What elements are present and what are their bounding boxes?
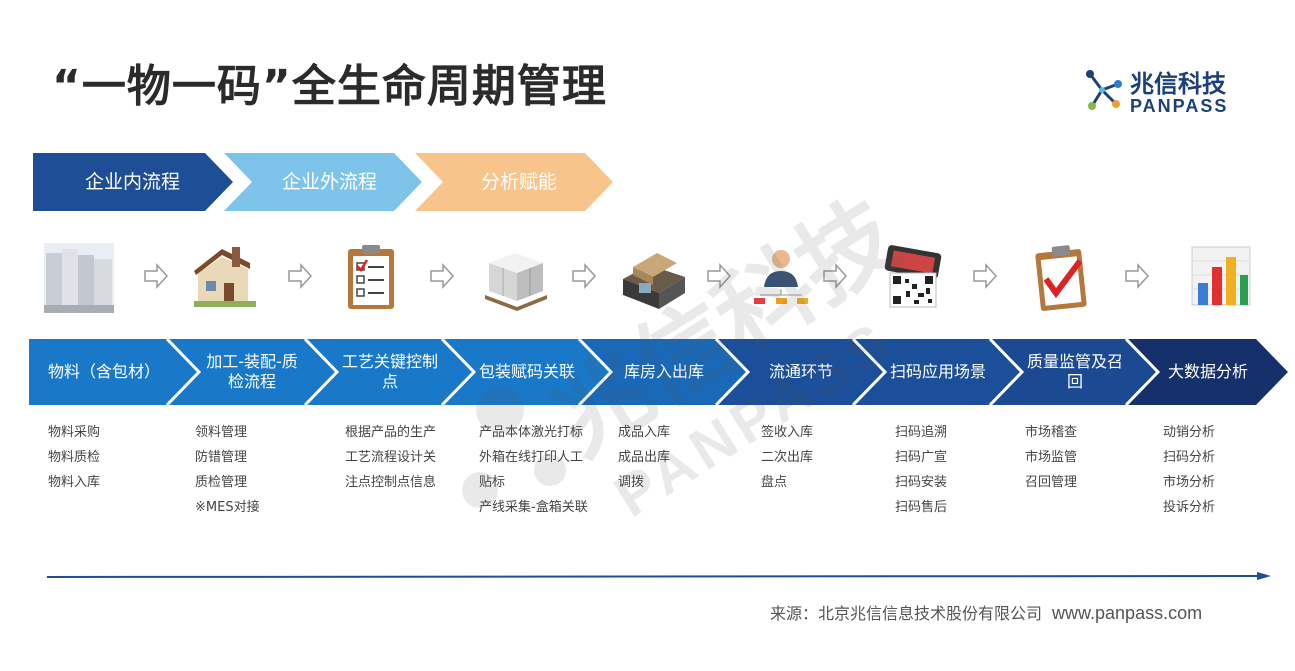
step-label: 大数据分析 [1167, 362, 1248, 381]
logo-mark-icon [1086, 70, 1122, 110]
arrow-right-icon [288, 263, 313, 289]
detail-item: 动销分析 [1163, 425, 1216, 440]
detail-item: 贴标 [479, 475, 506, 490]
detail-list-quality: 市场稽查 市场监管 召回管理 [1025, 420, 1077, 495]
arrow-right-icon [430, 263, 455, 289]
package-boxes-icon [485, 253, 547, 311]
step-scan-scenarios: 扫码应用场景 [851, 339, 1023, 405]
detail-item: 防错管理 [195, 450, 248, 465]
arrow-right-icon [707, 263, 732, 289]
step-materials: 物料（含包材） [29, 339, 199, 405]
detail-item: 扫码安装 [895, 475, 948, 490]
source-footer: 来源：北京兆信信息技术股份有限公司 www.panpass.com [770, 600, 1202, 624]
website-link[interactable]: www.panpass.com [1052, 603, 1203, 623]
detail-list-processing: 领料管理 防错管理 质检管理 ※MES对接 [195, 420, 260, 520]
page-title: “一物一码”全生命周期管理 [52, 61, 607, 112]
detail-item: 产品本体激光打标 [479, 425, 584, 440]
detail-item: 质检管理 [195, 475, 248, 490]
detail-item: 召回管理 [1025, 475, 1078, 490]
detail-item: 根据产品的生产 [345, 425, 437, 440]
timeline-arrow [47, 572, 1271, 580]
checklist-icon [348, 245, 394, 309]
detail-item: 物料采购 [48, 425, 101, 440]
warehouse-icon [623, 253, 685, 309]
detail-item: 物料入库 [48, 475, 101, 490]
arrow-right-icon [973, 263, 998, 289]
detail-list-scan: 扫码追溯 扫码广宣 扫码安装 扫码售后 [895, 420, 947, 520]
logo-text-cn: 兆信科技 [1130, 70, 1226, 98]
storage-tanks-icon [44, 243, 114, 313]
phase-external-label: 企业外流程 [282, 171, 378, 193]
detail-list-warehouse: 成品入库 成品出库 调拨 [618, 420, 670, 495]
detail-item: 二次出库 [761, 450, 814, 465]
detail-item: 调拨 [618, 475, 645, 490]
phase-internal: 企业内流程 [33, 153, 233, 211]
step-label: 加工-装配-质检流程 [206, 352, 298, 391]
step-label: 质量监管及召回 [1026, 352, 1123, 391]
step-control-points: 工艺关键控制点 [303, 339, 475, 405]
detail-list-packaging: 产品本体激光打标 外箱在线打印人工 贴标 产线采集-盒箱关联 [479, 420, 588, 520]
arrow-right-icon [144, 263, 169, 289]
detail-item: 扫码分析 [1163, 450, 1216, 465]
detail-item: ※MES对接 [195, 500, 260, 515]
step-circulation: 流通环节 [714, 339, 886, 405]
detail-list-materials: 物料采购 物料质检 物料入库 [48, 420, 100, 495]
detail-item: 成品出库 [618, 450, 671, 465]
detail-item: 成品入库 [618, 425, 671, 440]
step-label: 物料（含包材） [47, 362, 160, 381]
arrow-right-icon [572, 263, 597, 289]
step-big-data: 大数据分析 [1124, 339, 1288, 405]
step-packaging-coding: 包装赋码关联 [440, 339, 612, 405]
phase-external: 企业外流程 [224, 153, 422, 211]
step-label: 流通环节 [768, 362, 833, 381]
detail-item: 产线采集-盒箱关联 [479, 500, 588, 515]
detail-item: 注点控制点信息 [345, 475, 437, 490]
step-warehouse: 库房入出库 [577, 339, 749, 405]
detail-list-big-data: 动销分析 扫码分析 市场分析 投诉分析 [1163, 420, 1215, 520]
detail-item: 物料质检 [48, 450, 101, 465]
arrow-right-icon [1125, 263, 1150, 289]
detail-item: 市场监管 [1025, 450, 1078, 465]
source-text: 来源：北京兆信信息技术股份有限公司 [770, 604, 1043, 623]
phase-analysis-label: 分析赋能 [481, 171, 558, 193]
company-logo: 兆信科技 PANPASS [1082, 64, 1252, 120]
detail-item: 签收入库 [761, 425, 814, 440]
detail-list-control-points: 根据产品的生产 工艺流程设计关 注点控制点信息 [345, 420, 436, 495]
detail-item: 扫码售后 [895, 500, 948, 515]
quality-clipboard-icon [1035, 245, 1087, 311]
step-label: 工艺关键控制点 [341, 352, 438, 391]
bar-chart-icon [1191, 246, 1251, 306]
phase-analysis: 分析赋能 [415, 153, 613, 211]
distribution-person-icon [754, 250, 808, 304]
detail-item: 扫码广宣 [895, 450, 948, 465]
arrow-right-icon [823, 263, 848, 289]
phase-internal-label: 企业内流程 [85, 171, 181, 193]
step-label: 包装赋码关联 [478, 362, 575, 381]
detail-item: 市场稽查 [1025, 425, 1078, 440]
step-label: 扫码应用场景 [889, 362, 986, 381]
detail-item: 投诉分析 [1163, 500, 1216, 515]
detail-item: 领料管理 [195, 425, 248, 440]
step-label: 库房入出库 [623, 362, 704, 381]
qr-phone-scan-icon [884, 245, 942, 308]
watermark-cn: 兆信科技 [532, 179, 910, 477]
detail-item: 扫码追溯 [895, 425, 948, 440]
step-processing: 加工-装配-质检流程 [165, 339, 337, 405]
logo-text-en: PANPASS [1130, 96, 1229, 116]
factory-icon [194, 247, 256, 307]
detail-list-circulation: 签收入库 二次出库 盘点 [761, 420, 813, 495]
detail-item: 市场分析 [1163, 475, 1216, 490]
detail-item: 工艺流程设计关 [345, 450, 437, 465]
detail-item: 外箱在线打印人工 [479, 450, 584, 465]
detail-item: 盘点 [761, 475, 788, 490]
step-quality-recall: 质量监管及召回 [988, 339, 1160, 405]
